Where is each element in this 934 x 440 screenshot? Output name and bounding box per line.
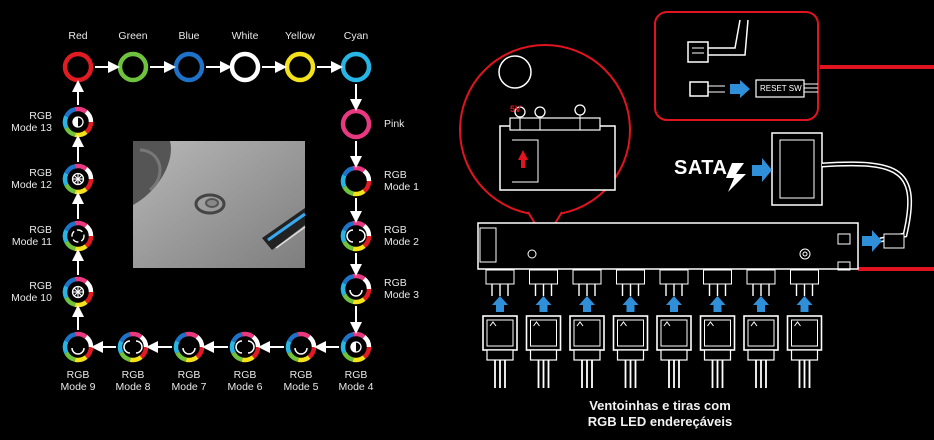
voltage-label: 5V bbox=[510, 104, 522, 114]
port-8 bbox=[786, 269, 823, 388]
ring-rgb-mode-11 bbox=[62, 220, 94, 252]
ring-rgb-mode-8 bbox=[117, 331, 149, 363]
label-yellow: Yellow bbox=[285, 30, 315, 42]
label-red: Red bbox=[68, 30, 88, 42]
port-6 bbox=[699, 269, 736, 388]
label-pink: Pink bbox=[384, 118, 405, 130]
caption-line-1: Ventoinhas e tiras com bbox=[589, 398, 731, 413]
ring-rgb-mode-5 bbox=[285, 331, 317, 363]
ring-white bbox=[229, 51, 261, 83]
mode-cycle-rings bbox=[62, 51, 372, 363]
port-1 bbox=[482, 269, 518, 388]
port-3 bbox=[569, 269, 605, 388]
ring-pink bbox=[340, 108, 372, 140]
ring-red bbox=[62, 51, 94, 83]
port-2 bbox=[525, 269, 562, 388]
ring-rgb-mode-7 bbox=[173, 331, 205, 363]
sata-label: SATA bbox=[674, 157, 728, 179]
ring-rgb-mode-2 bbox=[340, 220, 372, 252]
label-white: White bbox=[231, 30, 259, 42]
ring-blue bbox=[173, 51, 205, 83]
controller-ports bbox=[482, 269, 823, 388]
label-blue: Blue bbox=[178, 30, 200, 42]
caption-line-2: RGB LED endereçáveis bbox=[587, 414, 733, 429]
port-7 bbox=[743, 269, 779, 388]
ring-rgb-mode-4 bbox=[340, 331, 372, 363]
ring-green bbox=[117, 51, 149, 83]
ring-rgb-mode-10 bbox=[62, 276, 94, 308]
ring-rgb-mode-12 bbox=[62, 163, 94, 195]
ring-rgb-mode-6 bbox=[229, 331, 261, 363]
ring-rgb-mode-1 bbox=[340, 165, 372, 197]
port-4 bbox=[612, 269, 649, 388]
mode-cycle-arrows bbox=[72, 61, 362, 353]
ring-rgb-mode-13 bbox=[62, 106, 94, 138]
controller-illustration bbox=[459, 11, 934, 271]
port-5 bbox=[656, 269, 692, 388]
label-green: Green bbox=[118, 30, 148, 42]
caption: Ventoinhas e tiras com RGB LED endereçáv… bbox=[560, 398, 760, 430]
ring-cyan bbox=[340, 51, 372, 83]
reset-switch-label: RESET SW bbox=[760, 84, 802, 93]
ring-rgb-mode-9 bbox=[62, 331, 94, 363]
ring-yellow bbox=[284, 51, 316, 83]
product-photo bbox=[133, 141, 306, 268]
label-cyan: Cyan bbox=[343, 30, 369, 42]
ring-rgb-mode-3 bbox=[340, 273, 372, 305]
